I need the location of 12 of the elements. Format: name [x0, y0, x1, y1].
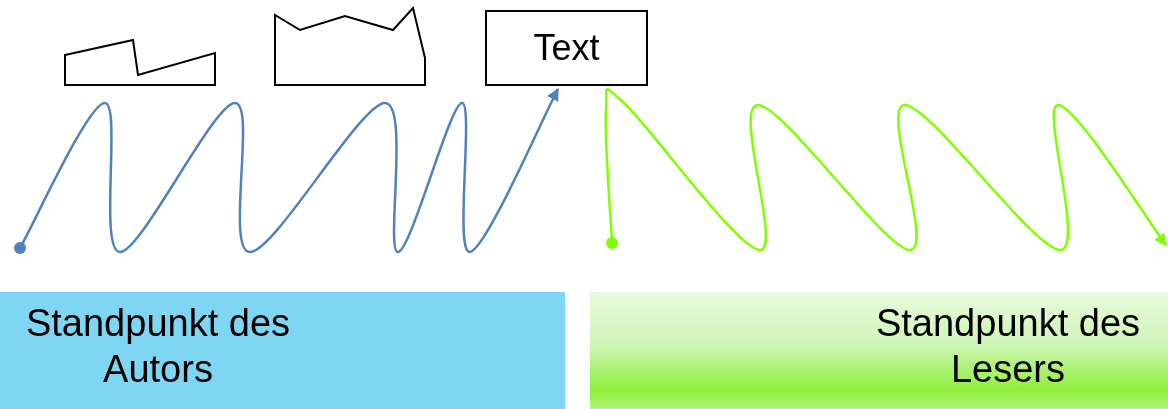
start-dot: [14, 242, 26, 254]
squiggle-arrow: [18, 87, 560, 254]
sketch-outline: [274, 5, 426, 86]
sketch-outline: [64, 38, 216, 86]
start-dot: [606, 237, 618, 249]
text-box: [485, 10, 648, 86]
panel-label: Standpunkt des Lesers: [874, 301, 1142, 392]
viewpoint-panel: [0, 292, 565, 409]
squiggle-arrow: [604, 90, 1167, 252]
viewpoint-panel: [590, 292, 1168, 409]
panel-label: Standpunkt des Autors: [24, 301, 292, 392]
box-label: Text: [533, 27, 600, 69]
